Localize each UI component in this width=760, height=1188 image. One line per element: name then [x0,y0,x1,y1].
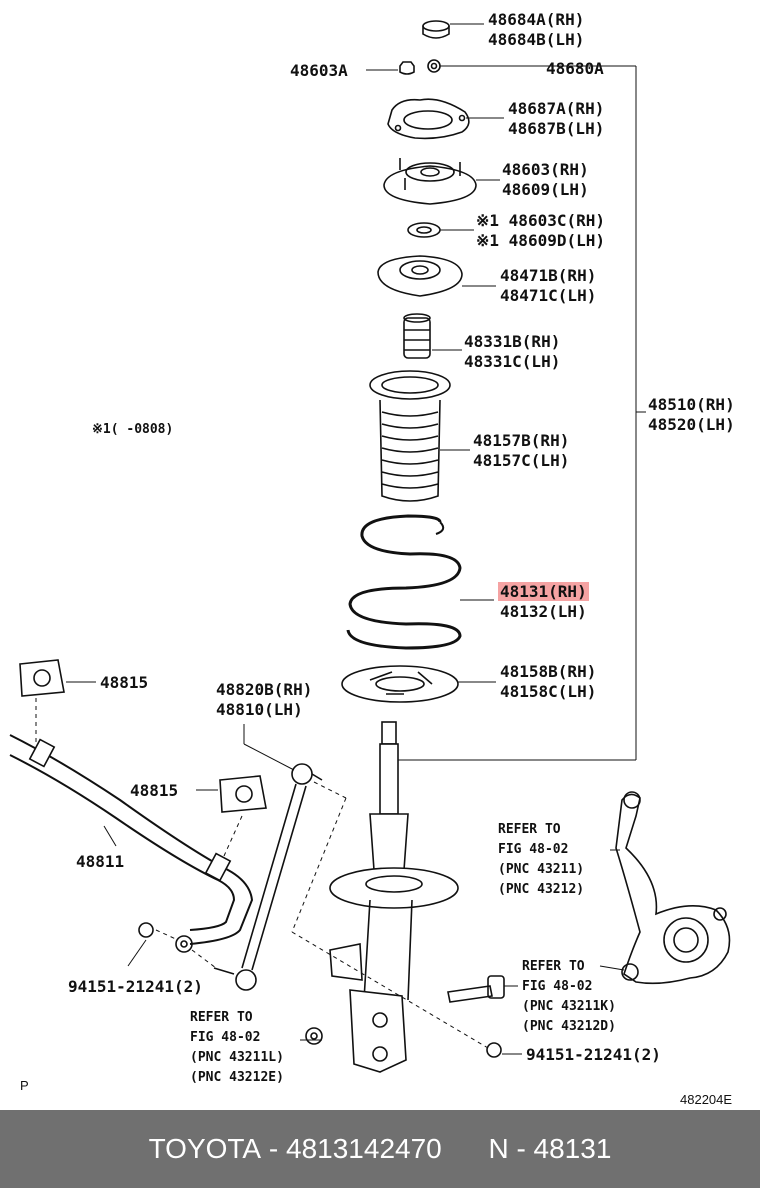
label-48510: 48510(RH)48520(LH) [648,395,735,434]
label-48331: 48331B(RH)48331C(LH) [464,332,561,371]
highlighted-part: 48131(RH) [498,582,589,601]
boot-48157 [369,370,451,502]
label-48680a: 48680A [546,59,604,78]
shock-absorber [329,721,459,1073]
nut-48603a [399,61,415,75]
label-94151-a: 94151-21241(2) [68,977,203,996]
brand-name: TOYOTA [148,1133,262,1164]
coil-spring-48131 [346,514,462,650]
label-94151-b: 94151-21241(2) [526,1045,661,1064]
nut-48680a [427,59,441,73]
bolt-left [305,1027,323,1045]
label-48158: 48158B(RH)48158C(LH) [500,662,597,701]
pnc-code: N - 48131 [488,1133,612,1164]
label-48815-a: 48815 [100,673,149,692]
bumper-48331 [403,313,431,359]
diagram-code: 482204E [680,1092,733,1107]
bearing-48471 [377,255,463,297]
exploded-parts-diagram [9,20,731,1073]
label-48603: 48603(RH)48609(LH) [502,160,589,199]
corner-mark: P [20,1078,29,1093]
label-48131: 48131(RH) 48132(LH) [498,582,589,621]
label-48471: 48471B(RH)48471C(LH) [500,266,597,305]
label-48603a: 48603A [290,61,348,80]
stabilizer-link-48820 [213,763,323,991]
separator: - [261,1133,287,1164]
stabilizer-bar-48811 [9,734,254,953]
label-48684: 48684A(RH)48684B(LH) [488,10,585,49]
footer-bar: TOYOTA - 4813142470 N - 48131 [0,1110,760,1188]
spring-seat-48158 [341,665,459,703]
plate-48687 [387,98,470,140]
label-48687: 48687A(RH)48687B(LH) [508,99,605,138]
nut-94151-a [138,922,154,938]
steering-knuckle [615,791,731,985]
bushing-48815-a [19,659,65,697]
washer-48603c [407,222,441,238]
bolt-upper [447,975,505,1003]
nut-lower [486,1042,502,1058]
label-48820: 48820B(RH)48810(LH) [216,680,313,719]
part-number: 4813142470 [286,1133,442,1164]
cap-48684 [422,20,450,39]
label-48815-b: 48815 [130,781,179,800]
support-48603 [383,158,477,205]
label-48811: 48811 [76,852,125,871]
dashed-lines [35,698,489,1049]
note-footnote: ※1( -0808) [92,422,174,437]
leader-lines [66,23,646,1055]
label-48157: 48157B(RH)48157C(LH) [473,431,570,470]
bushing-48815-b [219,775,267,813]
label-48603c: ※1 48603C(RH)※1 48609D(LH) [476,211,605,250]
